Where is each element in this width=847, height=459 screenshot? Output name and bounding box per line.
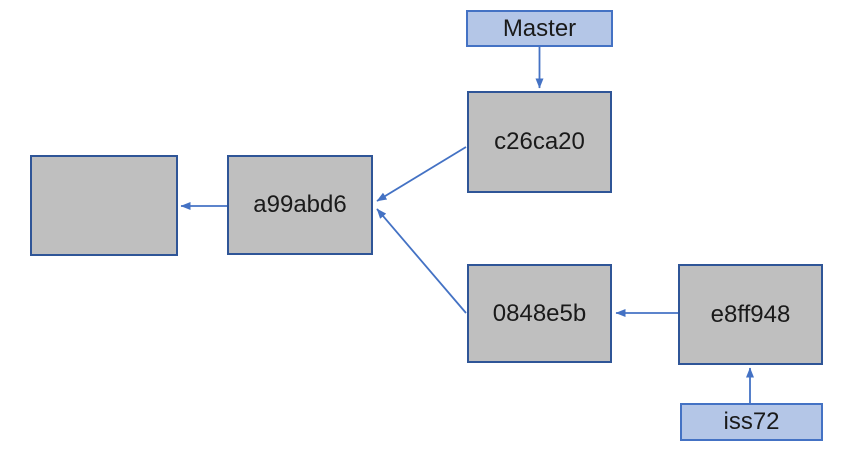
- commit-label-e8ff948: e8ff948: [710, 300, 791, 328]
- commit-label-0848e5b: 0848e5b: [492, 299, 587, 327]
- edge-0848e5b-to-a99abd6: [376, 208, 467, 314]
- commit-box-e8ff948: e8ff948: [678, 264, 823, 365]
- commit-label-c26ca20: c26ca20: [494, 128, 585, 155]
- commit-box-0848e5b: 0848e5b: [467, 264, 612, 363]
- branch-tag-master: Master: [466, 10, 613, 47]
- commit-box-unlabeled: [30, 155, 178, 256]
- branch-tag-master-label: Master: [502, 14, 577, 42]
- branch-tag-iss72-label: iss72: [723, 408, 780, 435]
- branch-tag-iss72: iss72: [680, 403, 823, 441]
- commit-label-a99abd6: a99abd6: [253, 191, 347, 218]
- edge-c26ca20-to-a99abd6: [376, 146, 467, 202]
- commit-box-a99abd6: a99abd6: [227, 155, 373, 255]
- commit-box-c26ca20: c26ca20: [467, 91, 612, 193]
